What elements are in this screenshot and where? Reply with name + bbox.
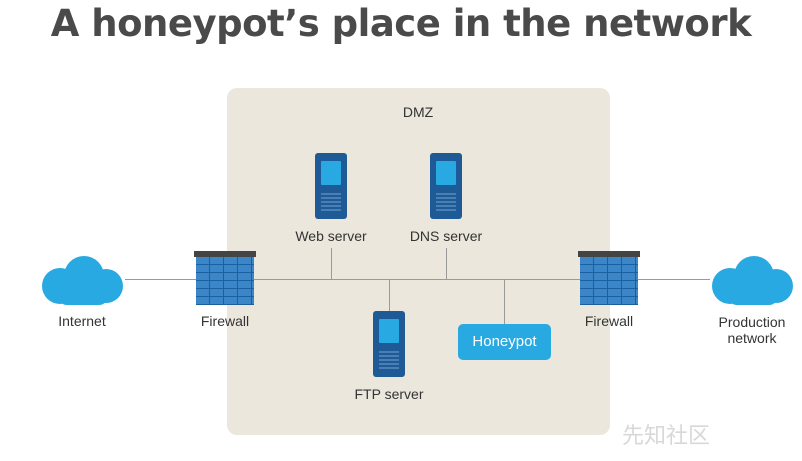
watermark: 先知社区: [622, 423, 711, 448]
server-icon: [430, 153, 462, 219]
honeypot-node: Honeypot: [458, 324, 551, 360]
server-icon: [373, 311, 405, 377]
firewall-icon: [578, 251, 640, 305]
dmz-zone: [227, 88, 610, 435]
dmz-label: DMZ: [402, 104, 434, 120]
production-network-label-line1: Production: [718, 314, 786, 330]
web-server-link: [331, 248, 332, 279]
firewall-right-label: Firewall: [584, 313, 634, 329]
ftp-server-label: FTP server: [354, 386, 424, 402]
web-server-label: Web server: [295, 228, 367, 244]
internet-label: Internet: [58, 313, 106, 329]
server-icon: [315, 153, 347, 219]
cloud-icon: [42, 256, 123, 305]
ftp-server-link: [389, 279, 390, 312]
firewall-icon: [194, 251, 256, 305]
cloud-icon: [712, 256, 793, 305]
honeypot-link: [504, 279, 505, 324]
dns-server-link: [446, 248, 447, 279]
dns-server-label: DNS server: [409, 228, 483, 244]
page-title: A honeypot’s place in the network: [50, 2, 752, 45]
production-network-label-line2: network: [727, 330, 777, 346]
firewall-left-label: Firewall: [200, 313, 250, 329]
network-backbone: [125, 279, 710, 280]
